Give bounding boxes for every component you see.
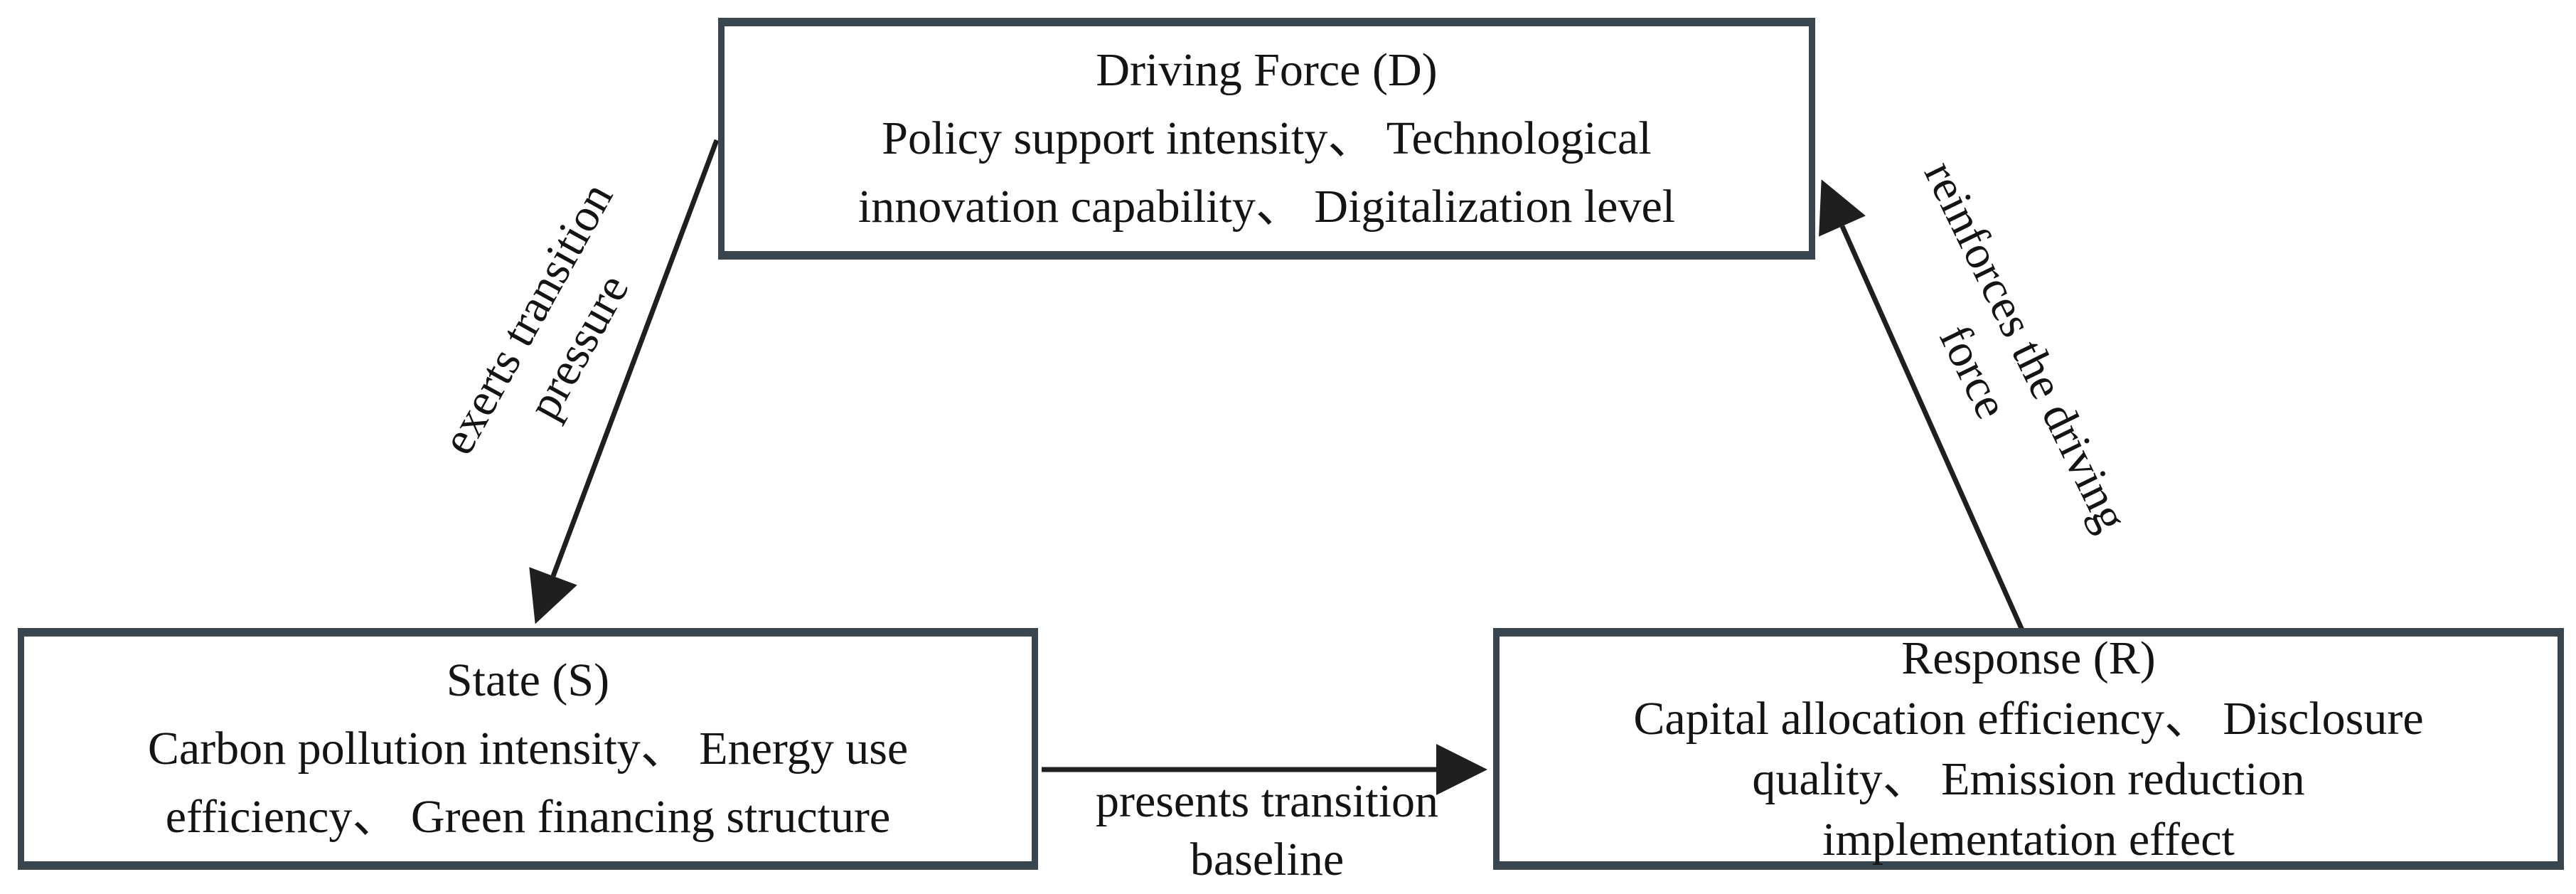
box-state: State (S) Carbon pollution intensity、 En… [18,628,1038,870]
box-response-detail-line: quality、 Emission reduction [1752,753,2305,805]
box-driving-force-detail-line: Policy support intensity、 Technological [882,112,1652,164]
arrow-d-to-s [529,139,720,624]
box-response-detail-line: Capital allocation efficiency、 Disclosur… [1633,693,2424,745]
box-response-title: Response (R) [1901,632,2156,684]
box-state-detail-line: efficiency、 Green financing structure [165,791,891,843]
box-state-detail-line: Carbon pollution intensity、 Energy use [147,723,909,775]
box-state-title: State (S) [446,654,610,706]
box-response-detail-line: implementation effect [1822,814,2235,866]
edge-label-presents-transition-baseline: presents transition baseline [1095,775,1439,885]
box-response: Response (R) Capital allocation efficien… [1493,628,2564,870]
box-driving-force: Driving Force (D) Policy support intensi… [718,18,1815,260]
arrow-r-to-d [1819,179,2026,633]
box-driving-force-detail-line: innovation capability、 Digitalization le… [857,181,1676,233]
box-driving-force-title: Driving Force (D) [1096,44,1438,96]
